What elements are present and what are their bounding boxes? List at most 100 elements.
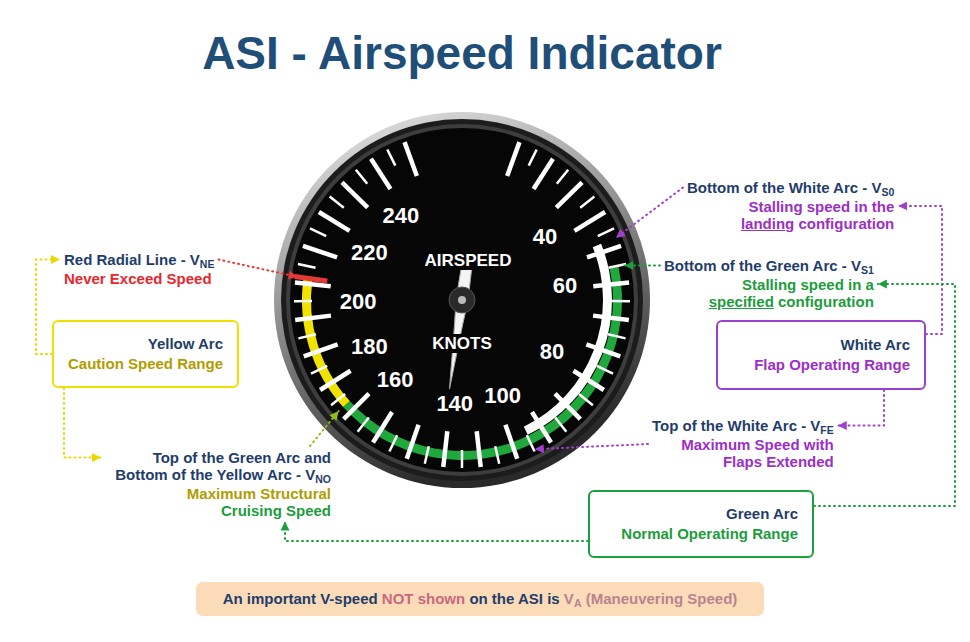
callout-text: Never Exceed Speed (64, 270, 212, 287)
callout-label: Red Radial Line - VNENever Exceed Speed (60, 248, 218, 290)
tick-mark (609, 264, 627, 268)
callout-text: landing (741, 215, 794, 232)
callout-label: Top of the White Arc - VFEMaximum Speed … (648, 414, 838, 473)
tick-mark (310, 228, 326, 236)
callout-text: specified (709, 293, 774, 310)
dial-label-slot: 60 (551, 275, 579, 297)
text-row: Maximum Speed with Flaps Extended (669, 436, 834, 470)
callout-label: Top of the Green Arc and Bottom of the Y… (101, 446, 335, 522)
gauge-bezel (274, 112, 650, 488)
callout-text: Maximum Speed with Flaps Extended (681, 436, 834, 470)
callout-text: (Maneuvering Speed) (586, 590, 738, 607)
callout-text: Top of the Green Arc and Bottom of the Y… (115, 449, 331, 483)
text-row: Bottom of the Green Arc - VS1 (664, 257, 874, 276)
tick-mark (593, 282, 629, 286)
dial-label-slot: 140 (434, 393, 475, 415)
dial-number: 180 (349, 334, 390, 359)
tick-mark (298, 264, 316, 268)
callout-text: An important V-speed (223, 590, 378, 607)
dial-number: 60 (551, 273, 579, 298)
tick-mark (371, 159, 391, 189)
tick-mark (579, 394, 593, 405)
title-text: ASI - Airspeed Indicator (202, 27, 722, 79)
callout-text: configuration (798, 215, 894, 232)
callout-text: Stalling speed in a (742, 276, 874, 293)
gauge-rim (281, 119, 643, 481)
callout-text: Yellow Arc (148, 335, 223, 352)
red-radial-line (295, 276, 328, 281)
dial-label-slot: 160 (375, 369, 416, 391)
callout-label: Bottom of the White Arc - VS0Stalling sp… (683, 176, 898, 235)
arc-box: Green ArcNormal Operating Range (588, 490, 814, 558)
text-row: Top of the Green Arc and Bottom of the Y… (105, 449, 331, 485)
gauge-rim (286, 124, 638, 476)
needle-shape (444, 258, 474, 390)
text-row: Red Radial Line - VNE (64, 251, 214, 270)
tick-mark (593, 316, 629, 320)
dial-number: 220 (349, 240, 390, 265)
dial-label-slot: 240 (381, 205, 422, 227)
subscript-text: S0 (881, 186, 894, 198)
dial-number: 140 (434, 391, 475, 416)
tick-mark (608, 334, 626, 338)
callout-text: V (564, 590, 574, 607)
tick-mark (373, 412, 392, 443)
dial-label-slot: AIRSPEED (423, 252, 514, 269)
tick-mark (532, 412, 551, 443)
arc-box: White ArcFlap Operating Range (716, 320, 926, 390)
tick-mark (573, 371, 603, 390)
gauge-illustration (272, 110, 652, 490)
text-row: Stalling speed in the (687, 198, 894, 215)
tick-mark (358, 418, 369, 432)
text-row: Yellow Arc (68, 334, 223, 354)
tick-mark (407, 425, 419, 459)
tick-mark (477, 431, 481, 467)
gauge-face (290, 128, 634, 472)
callout-text: Flap Operating Range (754, 356, 910, 373)
tick-mark (330, 197, 344, 208)
tick-mark (587, 246, 621, 258)
airspeed-gauge: AIRSPEEDKNOTS406080100140160180200220240 (272, 110, 652, 490)
text-row: White Arc (732, 335, 910, 355)
tick-mark (311, 366, 327, 374)
callout-text: Red Radial Line - V (64, 251, 200, 268)
text-row: Caution Speed Range (68, 354, 223, 374)
tick-mark (586, 344, 620, 356)
callout-text: Stalling speed in the (748, 198, 894, 215)
dotted-connector (814, 284, 955, 506)
callout-text: Top of the White Arc - V (652, 417, 820, 434)
needle (444, 258, 474, 390)
title-block: ASI - Airspeed Indicator (0, 26, 924, 91)
callout-text: Bottom of the Green Arc - V (664, 257, 861, 274)
text-row: Normal Operating Range (604, 524, 798, 544)
text-row: Cruising Speed (105, 502, 331, 519)
subscript-text: NE (200, 258, 215, 270)
tick-mark (557, 170, 568, 184)
tick-mark (534, 159, 554, 189)
text-row: Top of the White Arc - VFE (652, 417, 834, 436)
dial-number: 100 (482, 383, 523, 408)
dotted-connector (285, 522, 588, 542)
tick-mark (425, 446, 429, 464)
tick-mark (580, 197, 594, 208)
tick-mark (298, 334, 316, 338)
dial-label-slot: 180 (349, 336, 390, 358)
tick-mark (303, 246, 337, 258)
callout-label: Bottom of the Green Arc - VS1Stalling sp… (660, 254, 878, 313)
white-arc (524, 244, 612, 435)
callout-text: Bottom of the White Arc - V (687, 179, 881, 196)
tick-mark (295, 316, 331, 320)
tick-mark (505, 425, 517, 459)
tick-mark (304, 344, 338, 356)
text-row: Maximum Structural (105, 485, 331, 502)
tick-mark (294, 300, 312, 303)
text-row: Flap Operating Range (732, 355, 910, 375)
callout-text: NOT shown (382, 590, 465, 607)
callout-text: Caution Speed Range (68, 355, 223, 372)
needle-pivot (458, 296, 466, 304)
dotted-connector (898, 206, 942, 334)
text-row: specifiedconfiguration (664, 293, 874, 310)
tick-mark (387, 150, 395, 166)
callout-text: on the ASI is (469, 590, 559, 607)
dial-label-slot: 220 (349, 242, 390, 264)
